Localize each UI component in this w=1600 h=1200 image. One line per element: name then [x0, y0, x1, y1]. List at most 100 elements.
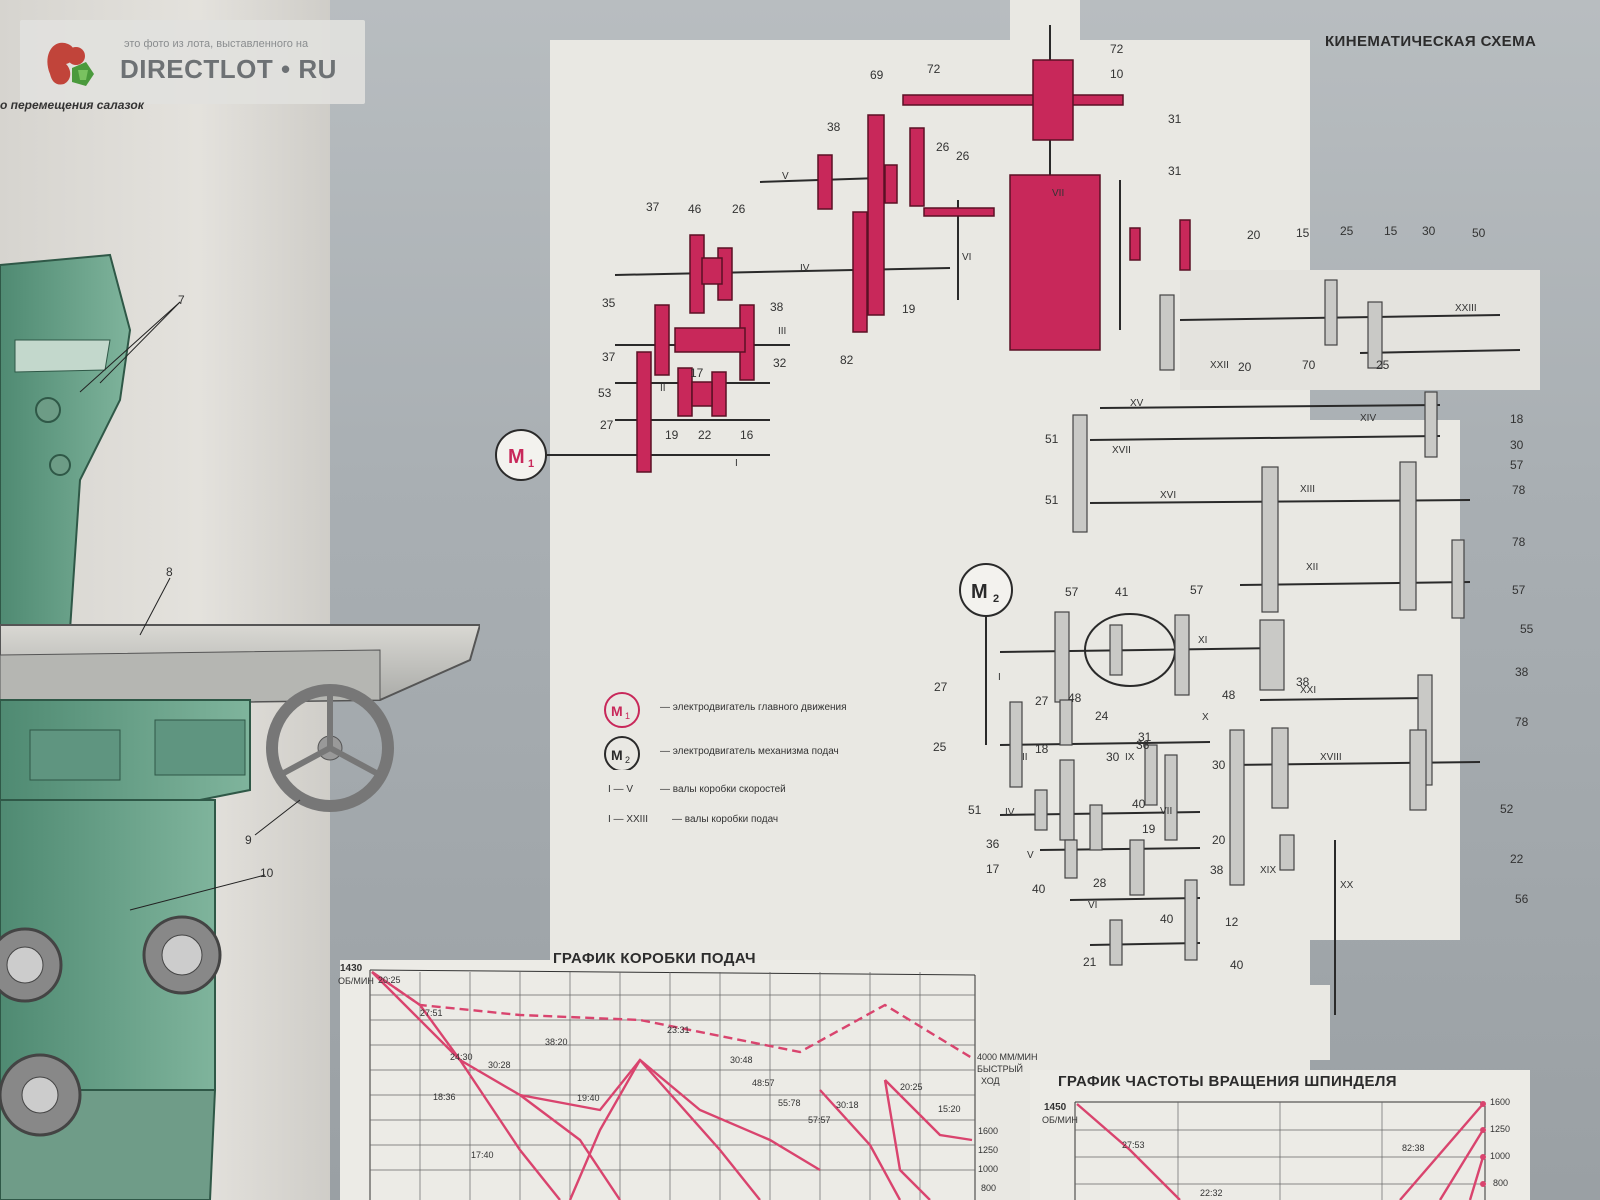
feed-ratio: 23:31 — [667, 1025, 690, 1035]
gear-label: 50 — [1472, 226, 1486, 240]
legend-item-shafts-speed: — валы коробки скоростей — [660, 784, 786, 795]
gear-label: 38 — [827, 120, 841, 134]
spindle-chart-rpm: 1450 — [1044, 1102, 1067, 1113]
feed-ratio: 18:36 — [433, 1092, 456, 1102]
feed-ratio: 30:48 — [730, 1055, 753, 1065]
gear-label: 78 — [1512, 535, 1526, 549]
svg-text:M: M — [611, 703, 623, 719]
shaft-label: XXI — [1300, 685, 1317, 696]
feed-chart-scale: 800 — [981, 1183, 997, 1193]
gear-label: 38 — [1210, 863, 1224, 877]
gear-label: 31 — [1138, 730, 1152, 744]
gear-label: 27 — [934, 680, 948, 694]
feed-ratio: 17:40 — [471, 1150, 494, 1160]
shaft-label: II — [660, 383, 666, 394]
feed-ratio: 19:40 — [577, 1093, 600, 1103]
gear-label: 51 — [968, 803, 982, 817]
gear-label: 51 — [1045, 432, 1059, 446]
spindle-chart-scale: 1250 — [1490, 1124, 1511, 1134]
gear-label: 30 — [1106, 750, 1120, 764]
gear-label: 36 — [986, 837, 1000, 851]
gear-label: 48 — [1068, 691, 1082, 705]
feed-chart-rpm: 1430 — [340, 963, 363, 974]
gear-label: 19 — [1142, 822, 1156, 836]
spindle-chart-scale: 800 — [1493, 1178, 1509, 1188]
shaft-label: VI — [1088, 900, 1098, 911]
slide-caption: о перемещения салазок — [0, 98, 144, 112]
squirrel-logo-icon — [47, 42, 94, 86]
feed-chart-panel — [340, 960, 980, 1200]
feed-box-panel — [940, 420, 1460, 940]
gear-label: 38 — [770, 300, 784, 314]
callout-7: 7 — [178, 293, 185, 307]
rapid-label: БЫСТРЫЙ — [977, 1064, 1024, 1074]
panel-strip — [1045, 985, 1330, 1060]
gear-label: 17 — [986, 862, 1000, 876]
shaft-label: VII — [1160, 806, 1173, 817]
spindle-chart-scale: 1600 — [1490, 1097, 1511, 1107]
feed-chart-title: ГРАФИК КОРОБКИ ПОДАЧ — [553, 950, 756, 967]
shaft-label: XXII — [1210, 360, 1229, 371]
gear-label: 35 — [602, 296, 616, 310]
feed-ratio: 24:30 — [450, 1052, 473, 1062]
gear-label: 26 — [956, 149, 970, 163]
panel-strip — [1010, 0, 1080, 40]
gear-label: 20 — [1212, 833, 1226, 847]
legend-item-m1: — электродвигатель главного движения — [660, 702, 847, 713]
gear-label: 17 — [690, 366, 704, 380]
panel-strip — [1180, 270, 1540, 390]
feed-ratio: 20:25 — [900, 1082, 923, 1092]
gear-label: 51 — [1045, 493, 1059, 507]
feed-ratio: 30:18 — [836, 1100, 859, 1110]
shaft-label: I — [735, 458, 738, 469]
feed-chart-rpm-unit: ОБ/МИН — [338, 976, 374, 986]
gear-label: 37 — [602, 350, 616, 364]
gear-label: 56 — [1515, 892, 1529, 906]
gear-label: 10 — [1110, 67, 1124, 81]
milling-machine-illustration — [0, 253, 480, 1200]
spindle-ratio: 22:32 — [1200, 1188, 1223, 1198]
gear-label: 78 — [1515, 715, 1529, 729]
gear-label: 46 — [688, 202, 702, 216]
gear-label: 26 — [732, 202, 746, 216]
gear-label: 30 — [1422, 224, 1436, 238]
gear-label: 12 — [1225, 915, 1239, 929]
feed-chart-scale: 1250 — [978, 1145, 999, 1155]
shaft-label: XI — [1198, 635, 1208, 646]
legend-symbol-shafts-feed: I — XXIII — [608, 814, 649, 825]
gear-label: 36 — [1136, 738, 1150, 752]
gear-label: 27 — [1035, 694, 1049, 708]
gear-label: 28 — [1093, 876, 1107, 890]
svg-text:1: 1 — [625, 711, 630, 721]
gear-label: 15 — [1384, 224, 1398, 238]
spindle-chart-scale: 1000 — [1490, 1151, 1511, 1161]
gear-label: 25 — [1340, 224, 1354, 238]
gear-label: 57 — [1190, 583, 1204, 597]
gear-label: 53 — [598, 386, 612, 400]
gear-label: 16 — [740, 428, 754, 442]
gear-label: 40 — [1032, 882, 1046, 896]
kinematic-title: КИНЕМАТИЧЕСКАЯ СХЕМА — [1325, 33, 1537, 50]
gear-label: 21 — [1083, 955, 1097, 969]
gear-label: 41 — [1115, 585, 1129, 599]
gear-label: 52 — [1500, 802, 1514, 816]
callout-10: 10 — [260, 866, 274, 880]
gear-label: 82 — [840, 353, 854, 367]
gear-label: 22 — [698, 428, 712, 442]
spindle-ratio: 27:53 — [1122, 1140, 1145, 1150]
spindle-chart-rpm-unit: ОБ/МИН — [1042, 1115, 1078, 1125]
svg-text:M: M — [611, 747, 623, 763]
shaft-label: XII — [1306, 562, 1319, 573]
shaft-label: V — [1027, 850, 1034, 861]
shaft-label: XVIII — [1320, 752, 1342, 763]
legend: M 1 M 2 — электродвигатель главного движ… — [600, 690, 920, 830]
shaft-label: XXIII — [1455, 303, 1477, 314]
gear-label: 22 — [1510, 852, 1524, 866]
shaft-label: XIV — [1360, 413, 1377, 424]
callout-9: 9 — [245, 833, 252, 847]
gear-label: 18 — [1510, 412, 1524, 426]
feed-ratio: 30:28 — [488, 1060, 511, 1070]
gear-label: 20 — [1238, 360, 1252, 374]
gear-label: 30 — [1212, 758, 1226, 772]
feed-ratio: 15:20 — [938, 1104, 961, 1114]
